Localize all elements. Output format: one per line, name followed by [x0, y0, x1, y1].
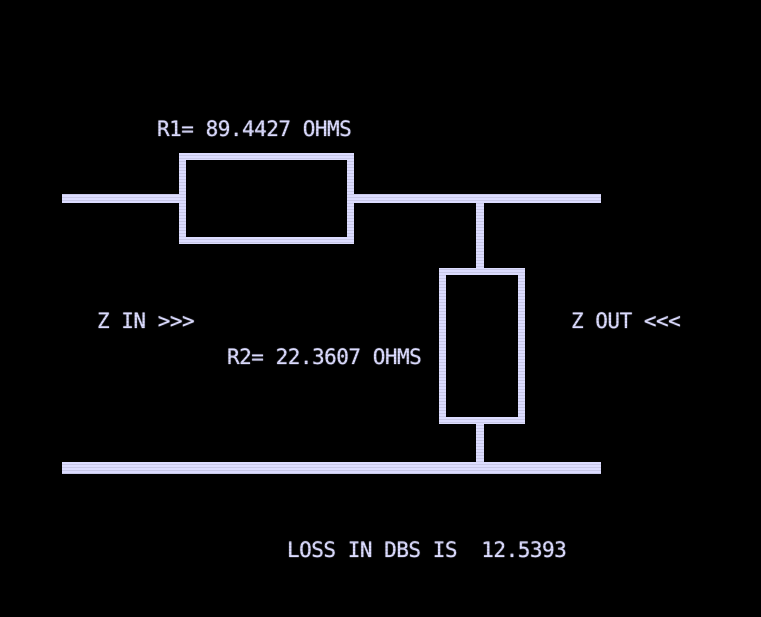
- r2-value-label: R2= 22.3607 OHMS: [227, 345, 422, 369]
- top-wire-left: [62, 194, 186, 203]
- top-wire-right: [350, 194, 601, 203]
- r1-value-label: R1= 89.4427 OHMS: [157, 117, 352, 141]
- z-in-label: Z IN >>>: [97, 309, 195, 333]
- resistor-r2: [439, 268, 525, 424]
- resistor-r1: [179, 153, 354, 244]
- shunt-wire-lower: [476, 418, 484, 468]
- bottom-wire: [62, 462, 601, 474]
- loss-readout: LOSS IN DBS IS 12.5393: [287, 538, 567, 562]
- shunt-wire-upper: [476, 200, 484, 275]
- z-out-label: Z OUT <<<: [571, 309, 681, 333]
